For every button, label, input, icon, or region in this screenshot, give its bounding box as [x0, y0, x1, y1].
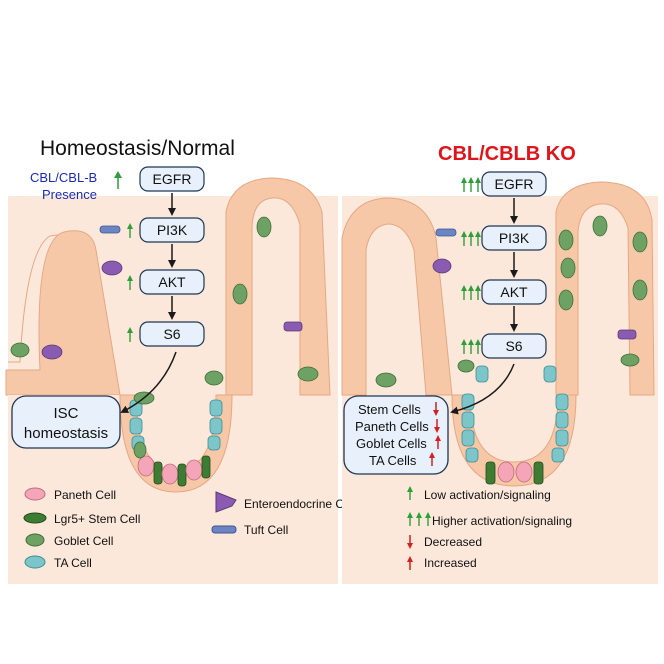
left-s6-box [139, 321, 205, 347]
higher-activation-label: Higher activation/signaling [432, 514, 572, 528]
outcome-paneth-label: Paneth Cells [355, 419, 429, 434]
left-villus-b [225, 177, 331, 396]
low-activation-label: Low activation/signaling [424, 488, 551, 502]
ta-cell-icon [24, 555, 46, 569]
right-egfr-label: EGFR [495, 176, 534, 192]
increased-label: Increased [424, 556, 477, 570]
egfr-triple-arrow-icon [461, 177, 481, 192]
red-outcome-arrows [429, 402, 441, 466]
paneth-cell-label: Paneth Cell [54, 488, 116, 502]
right-crypt-base-cells [485, 461, 544, 485]
goblet-cell-label: Goblet Cell [54, 534, 113, 548]
right-scattered-cells [375, 215, 648, 388]
left-akt-label: AKT [158, 274, 186, 290]
right-title: CBL/CBLB KO [438, 143, 576, 165]
right-akt-box [481, 279, 547, 305]
single-green-arrow-icon [407, 486, 413, 500]
enteroendocrine-cell-label: Enteroendocrine Cell [244, 497, 356, 511]
red-up-arrow-icon [407, 556, 413, 570]
left-outcome-line2: homeostasis [24, 425, 108, 442]
right-outcome-box [343, 395, 449, 475]
outcome-goblet-label: Goblet Cells [356, 436, 427, 451]
stem-cell-icon [23, 512, 47, 524]
stem-cell-label: Lgr5+ Stem Cell [54, 512, 140, 526]
left-panel: Homeostasis/Normal CBL/CBL-B Presence EG… [5, 137, 356, 584]
right-signal-arrows [461, 177, 481, 354]
outcome-stem-label: Stem Cells [358, 402, 421, 417]
cell-legend: Paneth Cell Lgr5+ Stem Cell Goblet Cell … [23, 487, 356, 570]
left-outcome-box [11, 395, 121, 449]
left-pi3k-label: PI3K [157, 222, 188, 238]
right-s6-label: S6 [505, 338, 522, 354]
paneth-cell-icon [24, 487, 46, 501]
arrow-legend: Low activation/signaling Higher activati… [407, 486, 572, 570]
presence-label-2: Presence [42, 187, 97, 202]
left-crypt-base-cells [133, 441, 211, 487]
right-egfr-box [481, 171, 547, 197]
tuft-cell-label: Tuft Cell [244, 523, 288, 537]
left-s6-label: S6 [163, 326, 180, 342]
ta-up-arrow-icon [429, 452, 435, 466]
pi3k-triple-arrow-icon [461, 231, 481, 246]
left-pi3k-box [139, 217, 205, 243]
right-ta-cells [461, 365, 569, 463]
stem-down-arrow-icon [433, 402, 439, 416]
presence-up-arrow-icon [114, 171, 122, 189]
red-down-arrow-icon [407, 535, 413, 549]
right-outcome-arrow [450, 363, 515, 415]
tuft-cell-icon [211, 525, 237, 534]
right-panel: CBL/CBLB KO EGFR PI3K AKT S6 [341, 143, 658, 584]
left-signal-arrows [127, 223, 133, 342]
right-akt-label: AKT [500, 284, 528, 300]
decreased-label: Decreased [424, 535, 482, 549]
ta-cell-label: TA Cell [54, 556, 92, 570]
presence-label: CBL/CBL-B [30, 170, 97, 185]
left-akt-box [139, 269, 205, 295]
right-s6-box [481, 333, 547, 359]
left-pathway: EGFR PI3K AKT S6 [139, 166, 205, 347]
left-title: Homeostasis/Normal [40, 137, 235, 160]
left-egfr-label: EGFR [153, 171, 192, 187]
right-pi3k-box [481, 225, 547, 251]
left-outcome-line1: ISC [53, 405, 78, 422]
left-villus-a [5, 230, 121, 396]
right-outcome-list: Stem Cells Paneth Cells Goblet Cells TA … [355, 402, 441, 468]
outcome-ta-label: TA Cells [369, 453, 417, 468]
paneth-down-arrow-icon [434, 419, 440, 433]
right-pathway: EGFR PI3K AKT S6 [481, 171, 547, 359]
s6-triple-arrow-icon [461, 339, 481, 354]
right-villus-b [555, 181, 655, 396]
left-egfr-box [139, 166, 205, 192]
goblet-cell-icon [25, 533, 45, 547]
enteroendocrine-cell-icon [215, 491, 237, 513]
right-pi3k-label: PI3K [499, 230, 530, 246]
goblet-up-arrow-icon [435, 435, 441, 449]
akt-triple-arrow-icon [461, 285, 481, 300]
triple-green-arrow-icon [407, 512, 431, 526]
left-outcome-arrow [120, 351, 177, 413]
right-tissue-background [342, 196, 658, 584]
